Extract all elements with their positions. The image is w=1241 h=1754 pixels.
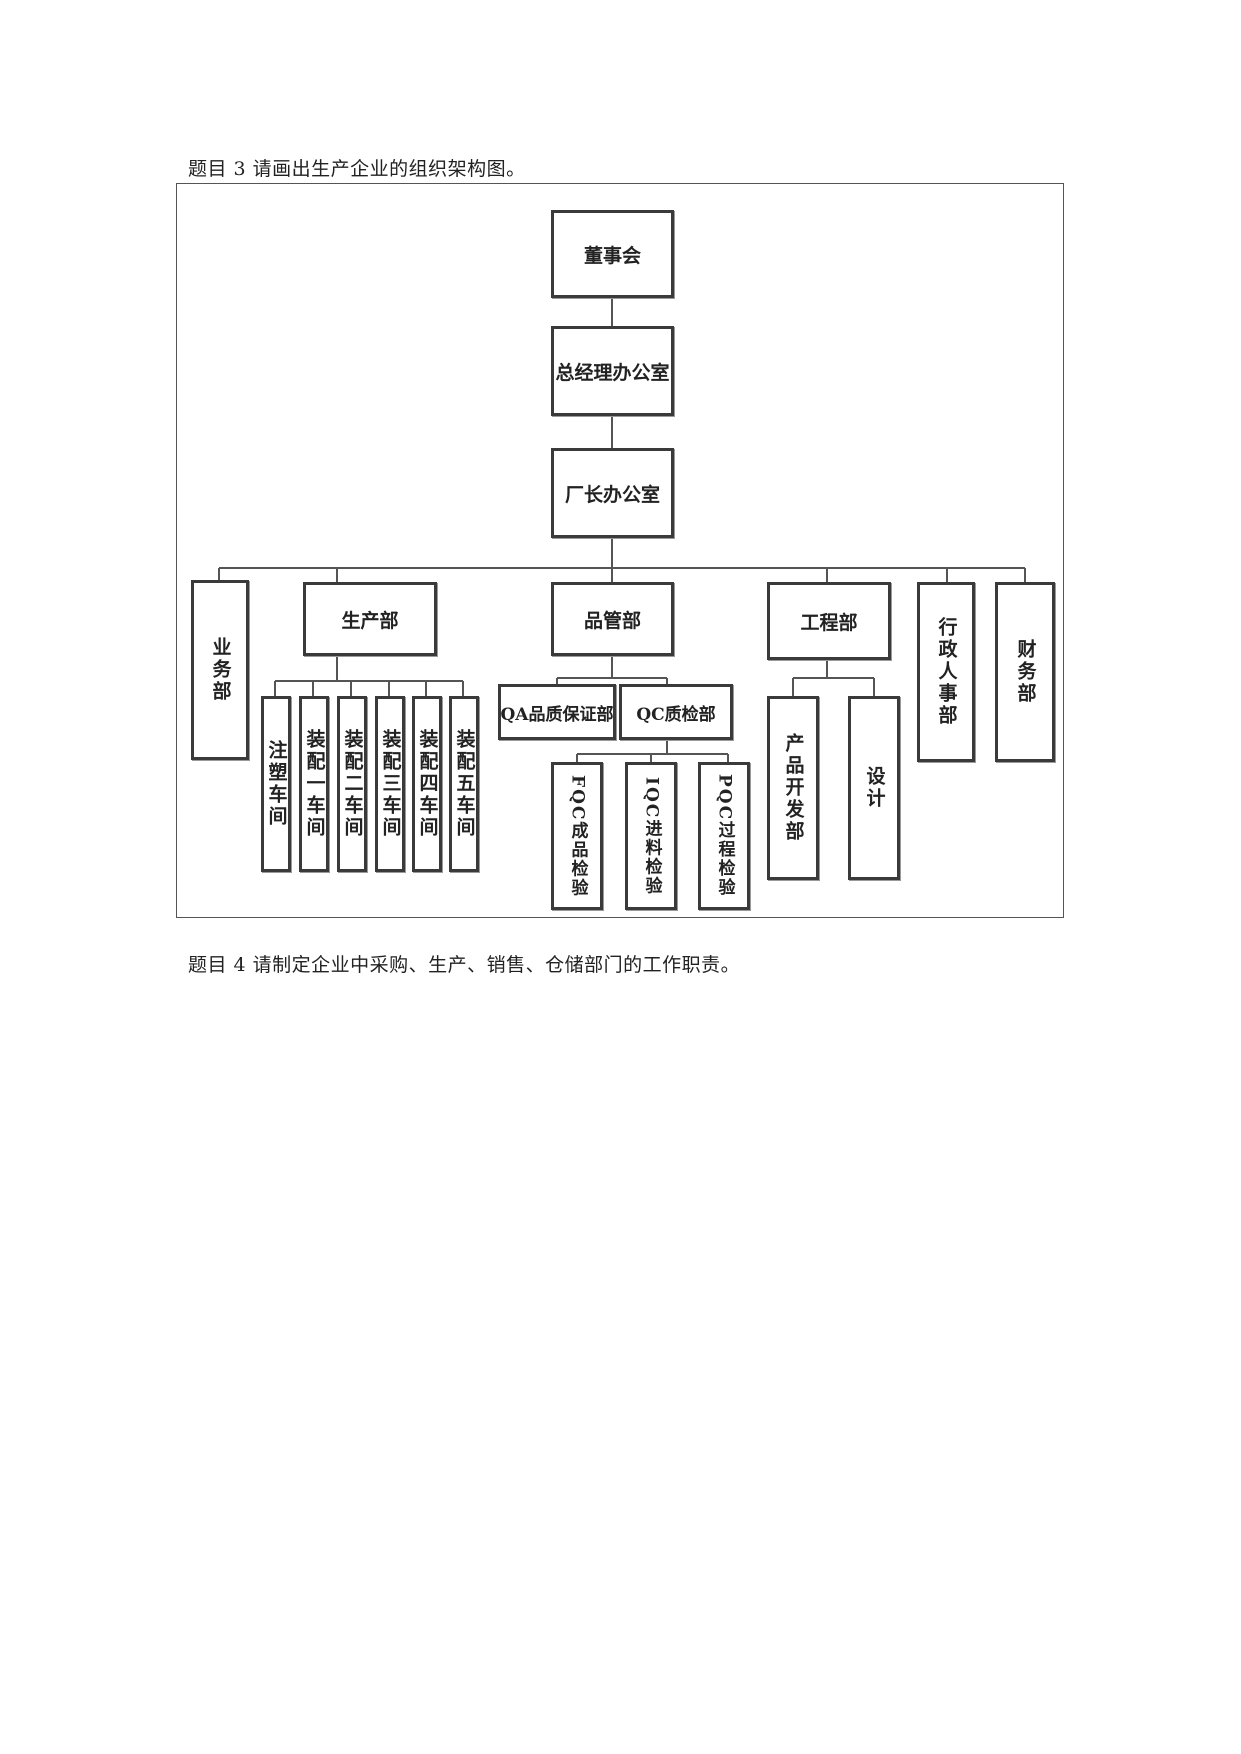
workshop-node: 装配三车间 bbox=[375, 696, 405, 872]
workshop-node: 注塑车间 bbox=[261, 696, 291, 872]
gm-office-node: 总经理办公室 bbox=[551, 326, 674, 416]
engineering-dept-node: 工程部 bbox=[767, 582, 891, 660]
workshop-node: 装配五车间 bbox=[449, 696, 479, 872]
admin-hr-dept-node: 行政人事部 bbox=[917, 582, 975, 762]
engineering-unit-node: 产品开发部 bbox=[767, 696, 819, 880]
qc-dept-node: QC质检部 bbox=[619, 684, 733, 740]
quality-dept-node: 品管部 bbox=[551, 582, 674, 656]
qc-unit-node: IQC进料检验 bbox=[625, 762, 677, 910]
question-3-text: 题目 3 请画出生产企业的组织架构图。 bbox=[188, 158, 526, 180]
board-node: 董事会 bbox=[551, 210, 674, 298]
org-chart-connectors bbox=[218, 270, 1026, 762]
engineering-unit-node: 设计 bbox=[848, 696, 900, 880]
question-4-text: 题目 4 请制定企业中采购、生产、销售、仓储部门的工作职责。 bbox=[188, 954, 741, 976]
workshop-node: 装配四车间 bbox=[412, 696, 442, 872]
org-chart-frame: 董事会 总经理办公室 厂长办公室 业务部 生产部 品管部 工程部 行政人事部 财… bbox=[176, 183, 1064, 918]
qa-dept-node: QA品质保证部 bbox=[498, 684, 616, 740]
workshop-node: 装配二车间 bbox=[337, 696, 367, 872]
qc-unit-node: FQC成品检验 bbox=[551, 762, 603, 910]
workshop-node: 装配一车间 bbox=[299, 696, 329, 872]
factory-office-node: 厂长办公室 bbox=[551, 448, 674, 538]
production-dept-node: 生产部 bbox=[303, 582, 437, 656]
business-dept-node: 业务部 bbox=[191, 580, 249, 760]
finance-dept-node: 财务部 bbox=[995, 582, 1055, 762]
qc-unit-node: PQC过程检验 bbox=[698, 762, 750, 910]
